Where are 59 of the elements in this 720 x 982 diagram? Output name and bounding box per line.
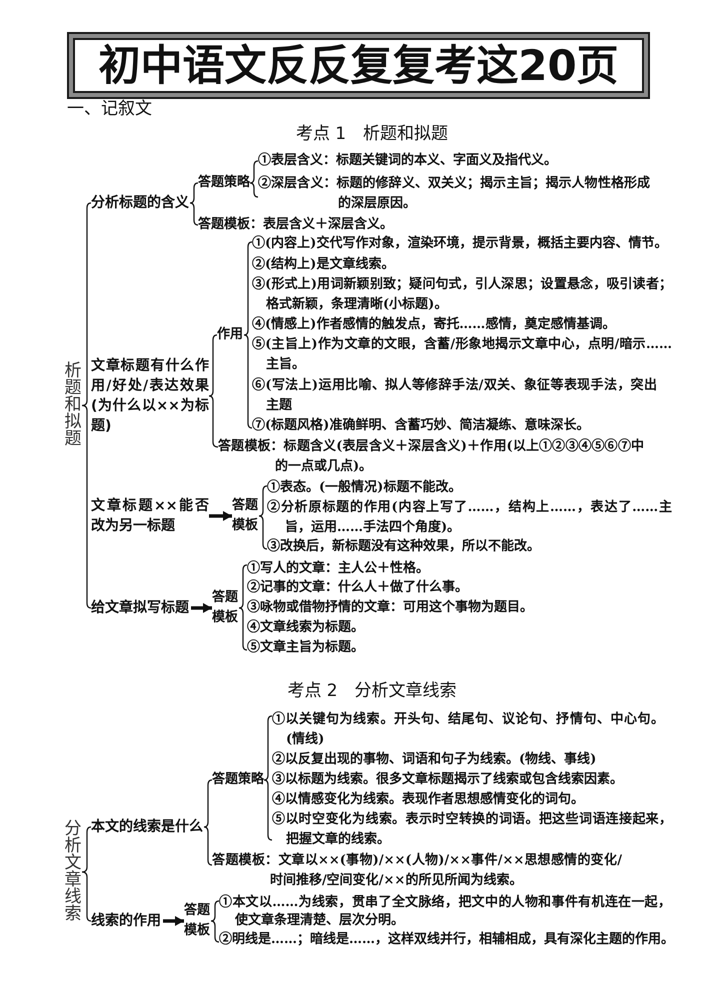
arrow	[163, 916, 184, 926]
answer-point: ①表层含义：标题关键词的本义、字面义及指代义。	[258, 151, 672, 171]
branch-label: 答题策略	[212, 770, 264, 790]
answer-point: ③改换后，新标题没有这种效果，所以不能改。	[267, 537, 672, 557]
question-heading: 文章标题××能否改为另一标题	[91, 496, 209, 536]
answer-point: ⑥(写法上)运用比喻、拟人等修辞手法/双关、象征等表现手法，突出主题	[252, 376, 657, 416]
answer-point: ②深层含义：标题的修辞义、双关义；揭示主旨；揭示人物性格形成的深层原因。	[258, 174, 650, 214]
arrow	[191, 603, 212, 613]
answer-point: ④(情感上)作者感情的触发点，寄托……感情，奠定感情基调。	[252, 315, 672, 335]
topic-heading: 考点 2 分析文章线索	[286, 680, 458, 702]
answer-point: ①表态。(一般情况)标题不能改。	[267, 478, 672, 498]
answer-point: ④文章线索为标题。	[247, 618, 667, 638]
brace-connector	[210, 900, 220, 943]
brace-connector	[203, 779, 213, 866]
answer-point: ⑤(主旨上)作为文章的文眼，含蓄/形象地揭示文章中心，点明/暗示……主旨。	[252, 335, 672, 375]
answer-point: ②以反复出现的事物、词语和句子为线索。(物线、事线)	[272, 750, 672, 770]
brace-connector	[258, 485, 268, 550]
vertical-heading: 析题和拟题	[64, 363, 82, 448]
arrow	[209, 511, 232, 521]
answer-point: ①本文以……为线索，贯串了全文脉络，把文中的人物和事件有机连在一起，使文章条理清楚、层次分明。	[219, 894, 671, 930]
answer-point: ③(形式上)用词新颖别致；疑问句式，引人深思；设置悬念，吸引读者；格式新颖，条理清晰(小标题)。	[252, 275, 672, 315]
answer-point: ⑦(标题风格)准确鲜明、含蓄巧妙、简洁凝练、意味深长。	[252, 416, 672, 436]
question-heading: 线索的作用	[91, 911, 163, 931]
brace-connector	[208, 334, 219, 448]
answer-point: ③以标题为线索。很多文章标题揭示了线索或包含线索因素。	[272, 770, 672, 790]
answer-point: ②分析原标题的作用(内容上写了……，结构上……，表达了……主旨，运用……手法四个角度)。	[267, 498, 672, 538]
question-heading: 给文章拟写标题	[91, 598, 191, 618]
answer-template: 答题模板：标题含义(表层含义＋深层含义)＋作用(以上①②③④⑤⑥⑦中的一点或几点)。	[218, 437, 644, 477]
title-banner: 初中语文反反复复考这20页	[67, 32, 650, 99]
answer-point: ②(结构上)是文章线索。	[252, 255, 672, 275]
brace-connector	[238, 564, 248, 651]
answer-point: ②明线是……；暗线是……，这样双线并行，相辅相成，具有深化主题的作用。	[219, 931, 677, 949]
branch-label: 答题模板	[232, 496, 259, 536]
answer-template: 答题模板：文章以××(事物)/××(人物)/××事件/××思想感情的变化/时间推移/空间变化/××的所见所闻为线索。	[212, 851, 622, 891]
answer-point: ①写人的文章：主人公＋性格。	[247, 559, 667, 579]
vertical-heading: 分析文章线索	[64, 821, 82, 923]
branch-label: 答题模板	[184, 901, 211, 941]
answer-point: ④以情感变化为线索。表现作者思想感情变化的词句。	[272, 790, 672, 810]
brace-connector	[243, 241, 253, 429]
answer-point: ①(内容上)交代写作对象，渲染环境，提示背景，概括主要内容、情节。	[252, 234, 672, 254]
branch-label: 作用	[217, 325, 244, 345]
brace-connector	[263, 715, 273, 841]
brace-connector	[189, 182, 199, 226]
question-heading: 文章标题有什么作用/好处/表达效果(为什么以××为标题)	[91, 356, 209, 436]
brace-connector	[249, 160, 259, 198]
answer-point: ②记事的文章：什么人＋做了什么事。	[247, 578, 667, 598]
branch-label: 答题策略	[198, 173, 250, 193]
question-heading: 本文的线索是什么	[91, 817, 204, 837]
brace-connector	[81, 202, 92, 609]
answer-point: ③咏物或借物抒情的文章：可用这个事物为题目。	[247, 598, 667, 618]
brace-connector	[81, 826, 92, 922]
answer-point: ⑤文章主旨为标题。	[247, 638, 667, 658]
answer-point: ①以关键句为线索。开头句、结尾句、议论句、抒情句、中心句。(情线)	[272, 710, 664, 750]
branch-label: 答题模板	[212, 588, 239, 628]
answer-template: 答题模板：表层含义＋深层含义。	[198, 215, 618, 235]
topic-heading: 考点 1 析题和拟题	[294, 123, 450, 145]
answer-point: ⑤以时空变化为线索。表示时空转换的词语。把这些词语连接起来，把握文章的线索。	[272, 810, 672, 850]
section-heading: 一、记叙文	[67, 99, 153, 119]
question-heading: 分析标题的含义	[91, 193, 190, 213]
